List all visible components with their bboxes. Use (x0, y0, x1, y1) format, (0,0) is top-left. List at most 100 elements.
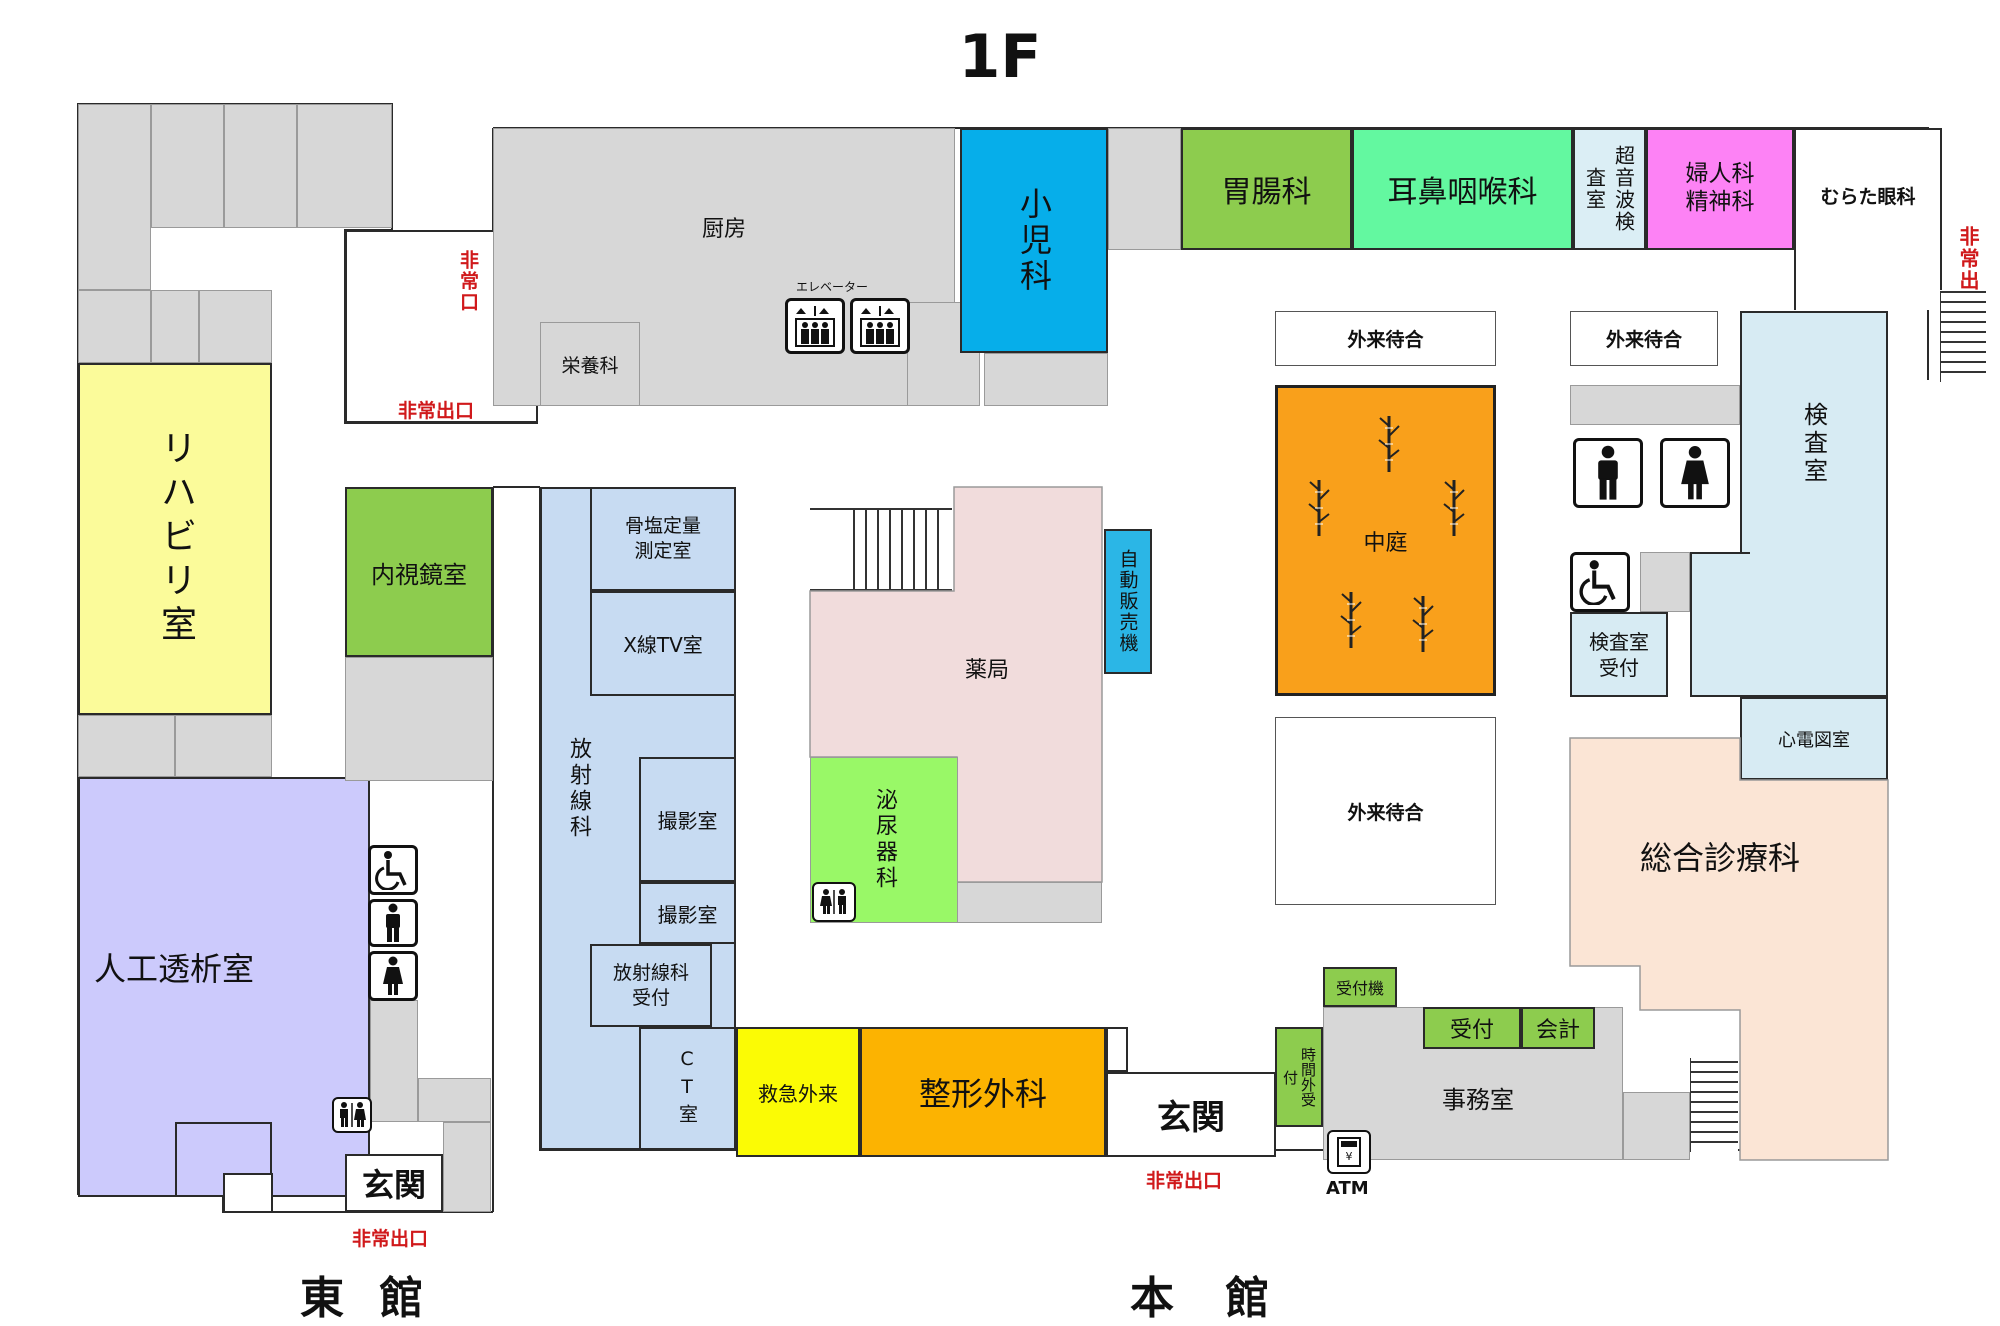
bamboo-icon (1308, 480, 1330, 536)
endoscopy-room-label: 内視鏡室 (371, 560, 467, 589)
restroom-corridor (1570, 385, 1740, 425)
dialysis-room-label: 人工透析室 (93, 950, 254, 988)
rehab-room-label: リハビリ室 (155, 429, 196, 649)
ultrasound-room[interactable]: 超音波検査室 (1573, 128, 1646, 250)
east-room-c (224, 104, 297, 228)
bone-density-room[interactable]: 骨塩定量 測定室 (590, 487, 736, 591)
east-small-box (223, 1173, 273, 1213)
stairs-center (810, 508, 952, 591)
gyn-psych-room[interactable]: 婦人科 精神科 (1646, 128, 1794, 250)
man-icon (368, 899, 418, 947)
imaging-room-2[interactable]: 撮影室 (639, 882, 736, 944)
wheelchair-icon (1570, 552, 1630, 612)
east-room-b (151, 104, 224, 228)
top-gray-room (1108, 128, 1181, 250)
pharmacy-annex (957, 882, 1102, 923)
east-room-g (199, 290, 272, 363)
emergency-room[interactable]: 救急外来 (736, 1027, 860, 1157)
east-room-f (151, 290, 199, 363)
bone-density-room-label: 骨塩定量 測定室 (624, 515, 701, 562)
bamboo-icon (1340, 592, 1362, 648)
vending-machine[interactable]: 自動販売機 (1104, 529, 1152, 674)
waiting-area-3-label: 外来待合 (1347, 801, 1424, 824)
kitchen-bottom-exit: 非常出口 (398, 400, 475, 422)
restroom-icon (812, 882, 856, 922)
xray-tv-room[interactable]: X線TV室 (590, 591, 736, 696)
stairs-icon (810, 508, 952, 591)
radiology-reception[interactable]: 放射線科 受付 (590, 944, 712, 1027)
ecg-room-label: 心電図室 (1778, 729, 1850, 751)
cashier-counter-label: 会計 (1535, 1018, 1580, 1043)
reception-machine[interactable]: 受付機 (1323, 967, 1397, 1007)
lab-room-label: 検査室 (1799, 402, 1828, 486)
restroom-icon (332, 1097, 372, 1133)
atm-icon[interactable]: ¥ (1327, 1130, 1371, 1174)
east-room-h (78, 715, 175, 777)
pediatrics-annex (984, 353, 1108, 406)
nutrition-room-label: 栄養科 (561, 354, 619, 377)
east-room-a (78, 104, 151, 290)
ultrasound-room-label: 超音波検査室 (1582, 145, 1636, 233)
svg-text:¥: ¥ (1346, 1150, 1353, 1163)
lab-reception[interactable]: 検査室 受付 (1570, 612, 1668, 697)
restroom-gray (1640, 552, 1690, 612)
atm-label: ATM (1326, 1178, 1369, 1199)
bamboo-icon (1412, 596, 1434, 652)
east-room-l (443, 1122, 491, 1212)
bamboo-icon (1443, 480, 1465, 536)
pediatrics-room[interactable]: 小児科 (960, 128, 1108, 353)
lab-room[interactable]: 検査室 (1740, 311, 1888, 697)
main-entrance-label: 玄関 (1157, 1098, 1225, 1138)
bamboo-icon (1378, 416, 1400, 472)
after-hours-label: 時間外受付 (1281, 1047, 1317, 1107)
elevator-label: エレベーター (796, 280, 869, 294)
lab-annex (1690, 552, 1750, 697)
reception-machine-label: 受付機 (1335, 979, 1384, 998)
waiting-area-2-label: 外来待合 (1605, 329, 1682, 351)
pharmacy-label: 薬局 (965, 658, 1010, 683)
imaging-room-1[interactable]: 撮影室 (639, 757, 736, 882)
east-entrance[interactable]: 玄関 (345, 1154, 443, 1212)
stairs-east (1939, 290, 1986, 382)
after-hours-reception[interactable]: 時間外受付 (1275, 1027, 1323, 1127)
office-annex (1623, 1092, 1690, 1160)
ct-room[interactable]: CT室 (639, 1027, 736, 1150)
waiting-area-2: 外来待合 (1570, 311, 1718, 366)
east-room-k (418, 1078, 491, 1122)
courtyard: 中庭 (1275, 385, 1496, 696)
cashier-counter[interactable]: 会計 (1521, 1007, 1595, 1049)
orthopedics-room[interactable]: 整形外科 (860, 1027, 1106, 1157)
east-room-j (370, 1000, 418, 1122)
ecg-room[interactable]: 心電図室 (1740, 697, 1888, 780)
murata-eye-clinic-label: むらた眼科 (1820, 185, 1916, 208)
endoscopy-room[interactable]: 内視鏡室 (345, 487, 493, 657)
lab-reception-label: 検査室 受付 (1589, 629, 1649, 680)
east-emergency-exit: 非常出口 (352, 1228, 429, 1250)
nutrition-room[interactable]: 栄養科 (540, 322, 640, 406)
stairs-southeast (1689, 1058, 1738, 1152)
reception-counter[interactable]: 受付 (1423, 1007, 1521, 1049)
emergency-room-label: 救急外来 (758, 1081, 838, 1106)
ct-room-label: CT室 (676, 1048, 698, 1129)
woman-icon (1660, 438, 1730, 508)
main-entrance[interactable]: 玄関 (1106, 1072, 1276, 1157)
ent-room-label: 耳鼻咽喉科 (1387, 175, 1538, 210)
gyn-psych-room-label: 婦人科 精神科 (1685, 161, 1755, 215)
wheelchair-icon (368, 845, 418, 895)
xray-tv-room-label: X線TV室 (623, 633, 703, 657)
murata-eye-clinic[interactable]: むらた眼科 (1794, 128, 1942, 310)
east-entrance-label: 玄関 (361, 1166, 426, 1204)
east-room-i (175, 715, 272, 777)
east-room-e (78, 290, 151, 363)
office-room-label: 事務室 (1442, 1086, 1514, 1114)
man-icon (1573, 438, 1643, 508)
elevator-icon (785, 298, 845, 354)
main-building-label: 本 館 (1130, 1273, 1288, 1324)
rehab-room[interactable]: リハビリ室 (78, 363, 272, 715)
woman-icon (368, 951, 418, 1001)
gastro-room[interactable]: 胃腸科 (1181, 128, 1352, 250)
urology-room-label: 泌尿器科 (872, 788, 897, 892)
east-building-label: 東 館 (300, 1273, 434, 1324)
ent-room[interactable]: 耳鼻咽喉科 (1352, 128, 1573, 250)
gastro-room-label: 胃腸科 (1221, 175, 1312, 210)
